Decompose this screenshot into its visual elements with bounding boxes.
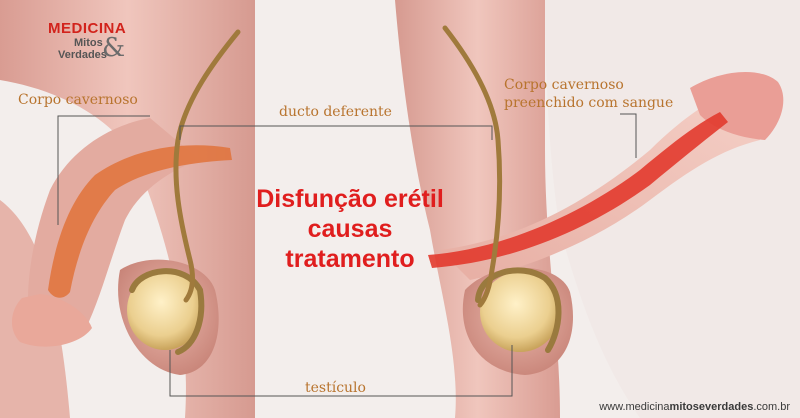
logo-medicina-text: MEDICINA [48,20,127,37]
left-corpo-cavernoso [48,145,232,298]
logo-verdades-text: Verdades [58,49,107,61]
label-corpo-cavernoso-left: Corpo cavernoso [18,92,138,108]
website-middle: mitoseverdades [669,401,754,413]
headline-line-2: causas [307,215,393,243]
left-epididymis [129,268,205,355]
left-testicle [127,270,203,350]
label-corpo-cavernoso-right: Corpo cavernoso [504,77,624,93]
logo-ampersand: & [102,33,126,63]
website-suffix: .com.br [753,401,790,413]
leader-lines [57,113,637,397]
left-ducto-deferente [173,29,241,303]
headline-line-1: Disfunção erétil [256,185,444,213]
website-prefix: www.medicina [599,401,670,413]
leader-right-corpo [620,113,637,158]
label-preenchido-com-sangue: preenchido com sangue [504,95,674,111]
leader-ducto [179,125,493,140]
logo-mitos-text: Mitos [74,37,103,49]
label-testiculo: testículo [305,380,366,396]
right-testicle [480,272,560,352]
leader-left-corpo [57,115,150,225]
headline-line-3: tratamento [285,245,415,273]
label-ducto-deferente: ducto deferente [279,104,392,120]
right-corpo-cavernoso [428,112,728,268]
right-ducto-deferente [442,25,503,308]
headline: Disfunção erétil causas tratamento [200,184,500,274]
leader-testiculo [169,345,513,397]
left-glans [11,294,92,347]
website-url[interactable]: www.medicinamitoseverdades.com.br [599,401,790,413]
